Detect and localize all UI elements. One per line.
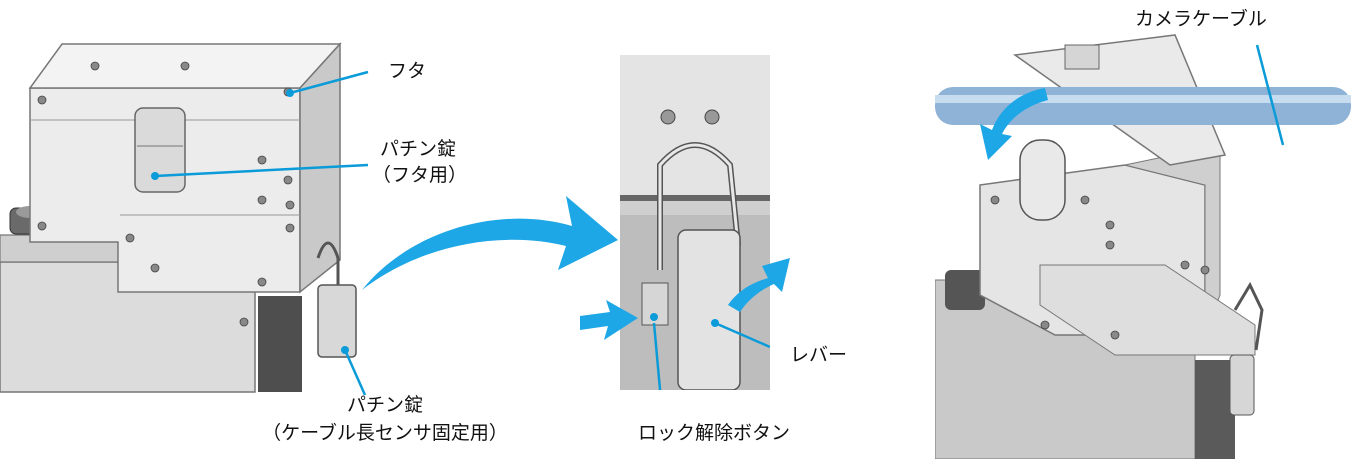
latch-closeup-illustration: [620, 55, 770, 390]
latch-sensor-label-line1: パチン錠: [346, 394, 423, 416]
opened-lid-illustration: [935, 25, 1351, 459]
unlock-button-label: ロック解除ボタン: [638, 422, 791, 444]
camera-cable-label: カメラケーブル: [1135, 8, 1267, 30]
device-overview-illustration: [0, 0, 380, 400]
lid-label: フタ: [388, 60, 427, 82]
latch-sensor-label-line2: （ケーブル長センサ固定用）: [262, 422, 508, 444]
lever-label: レバー: [790, 344, 848, 366]
latch-lid-label-line2: （フタ用）: [372, 164, 468, 186]
latch-lid-label-line1: パチン錠: [380, 138, 457, 160]
